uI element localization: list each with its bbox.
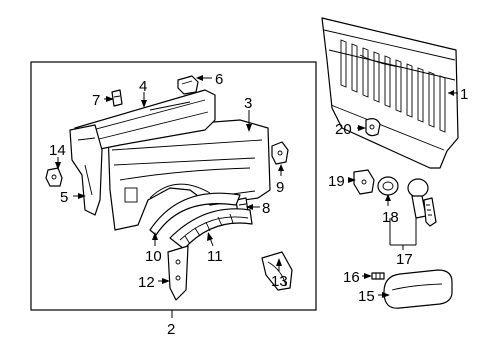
hinge-9-part (271, 141, 289, 165)
callout-12: 12 (138, 274, 155, 291)
splash-shield-part (261, 251, 293, 291)
tailgate-part (321, 17, 459, 169)
mud-flap-part (167, 245, 189, 301)
callout-5: 5 (60, 189, 68, 206)
callout-14: 14 (49, 142, 66, 159)
callout-11: 11 (207, 248, 223, 265)
lock-cylinder-part (407, 178, 437, 227)
callout-9: 9 (276, 179, 284, 196)
latch-19-part (353, 169, 375, 195)
callout-17: 17 (396, 251, 413, 268)
assembly-frame (30, 61, 317, 311)
clip-20-part (365, 118, 381, 137)
callout-10: 10 (145, 248, 162, 265)
callout-18: 18 (382, 209, 399, 226)
callout-13: 13 (271, 273, 288, 290)
callout-20: 20 (335, 121, 352, 138)
callout-16: 16 (343, 269, 360, 286)
bracket-6-part (177, 75, 199, 95)
callout-3: 3 (244, 95, 252, 112)
bracket-7-part (111, 89, 123, 107)
callout-15: 15 (358, 288, 375, 305)
callout-19: 19 (328, 173, 345, 190)
callout-1: 1 (460, 86, 468, 103)
bolt-16-part (371, 272, 385, 280)
wheelhouse-inner-part (149, 192, 241, 236)
cover-15-part (383, 269, 453, 309)
lock-cap-part (377, 176, 399, 196)
callout-2: 2 (167, 321, 175, 338)
rear-corner-part (69, 124, 103, 216)
wheel-liner-part (169, 208, 253, 250)
callout-8: 8 (262, 200, 270, 217)
bed-side-panel-part (107, 119, 271, 231)
callout-7: 7 (92, 92, 100, 109)
callout-6: 6 (215, 71, 223, 88)
corner-bracket-part (45, 167, 63, 187)
callout-4: 4 (139, 78, 147, 95)
